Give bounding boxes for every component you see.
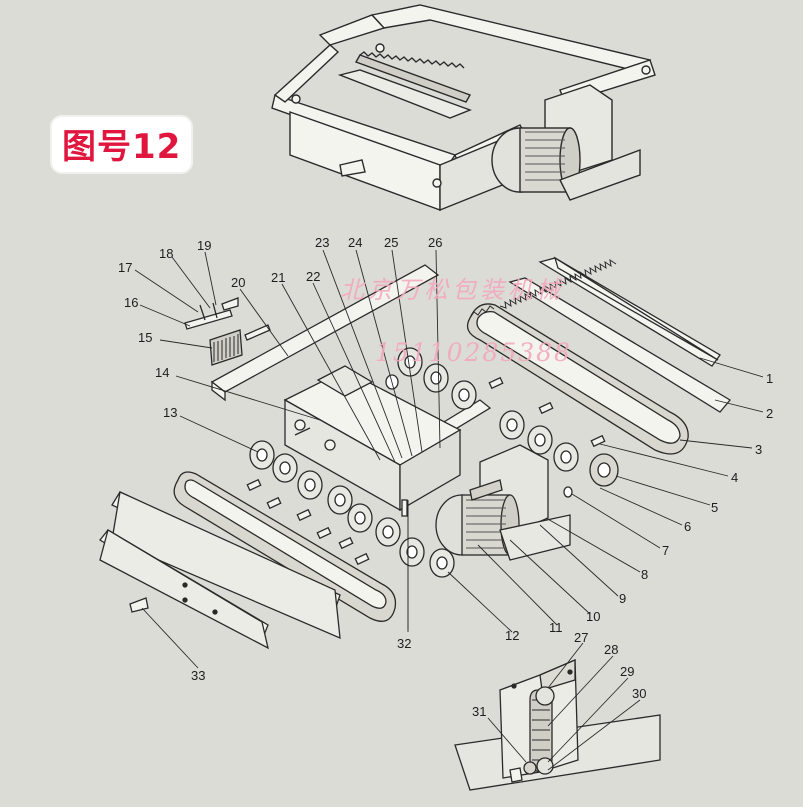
- part-label-21: 21: [271, 270, 285, 285]
- part-label-18: 18: [159, 246, 173, 261]
- roller-set-right: [385, 347, 619, 498]
- roller-set-left: [249, 440, 455, 578]
- part-label-5: 5: [711, 500, 718, 515]
- part-label-32: 32: [397, 636, 411, 651]
- detail-view-drawing: [454, 659, 661, 791]
- part-label-31: 31: [472, 704, 486, 719]
- part-label-9: 9: [619, 591, 626, 606]
- part-label-16: 16: [124, 295, 138, 310]
- part-label-1: 1: [766, 371, 773, 386]
- left-track-chain: [173, 471, 397, 622]
- drawing-number-title: 图号12: [52, 117, 192, 172]
- watermark-phone-number: 15110285388: [375, 338, 572, 367]
- part-label-25: 25: [384, 235, 398, 250]
- exploded-view-drawing: [99, 256, 731, 650]
- part-label-12: 12: [505, 628, 519, 643]
- part-label-19: 19: [197, 238, 211, 253]
- part-label-23: 23: [315, 235, 329, 250]
- part-label-2: 2: [766, 406, 773, 421]
- part-number-labels: 1 2 3 4 5 6 7 8 9 10 11 12 13 14 15 16 1…: [118, 235, 773, 719]
- assembled-view-drawing: [271, 4, 656, 212]
- bracket-assembly: [184, 297, 243, 366]
- part-label-17: 17: [118, 260, 132, 275]
- part-label-33: 33: [191, 668, 205, 683]
- part-label-22: 22: [306, 269, 320, 284]
- part-label-3: 3: [755, 442, 762, 457]
- leader-lines: [134, 249, 764, 771]
- part-label-29: 29: [620, 664, 634, 679]
- part-label-26: 26: [428, 235, 442, 250]
- part-label-15: 15: [138, 330, 152, 345]
- part-label-24: 24: [348, 235, 362, 250]
- part-label-6: 6: [684, 519, 691, 534]
- part-label-14: 14: [155, 365, 169, 380]
- pins: [246, 376, 606, 566]
- part-label-28: 28: [604, 642, 618, 657]
- part-label-7: 7: [662, 543, 669, 558]
- right-track-chain: [466, 258, 689, 455]
- part-label-8: 8: [641, 567, 648, 582]
- part-label-10: 10: [586, 609, 600, 624]
- part-label-4: 4: [731, 470, 738, 485]
- part-label-13: 13: [163, 405, 177, 420]
- watermark-company-name: 北京万松包装机械: [340, 276, 564, 304]
- part-label-27: 27: [574, 630, 588, 645]
- part-label-11: 11: [549, 620, 563, 635]
- part-label-30: 30: [632, 686, 646, 701]
- drive-motor: [435, 444, 571, 561]
- part-label-20: 20: [231, 275, 245, 290]
